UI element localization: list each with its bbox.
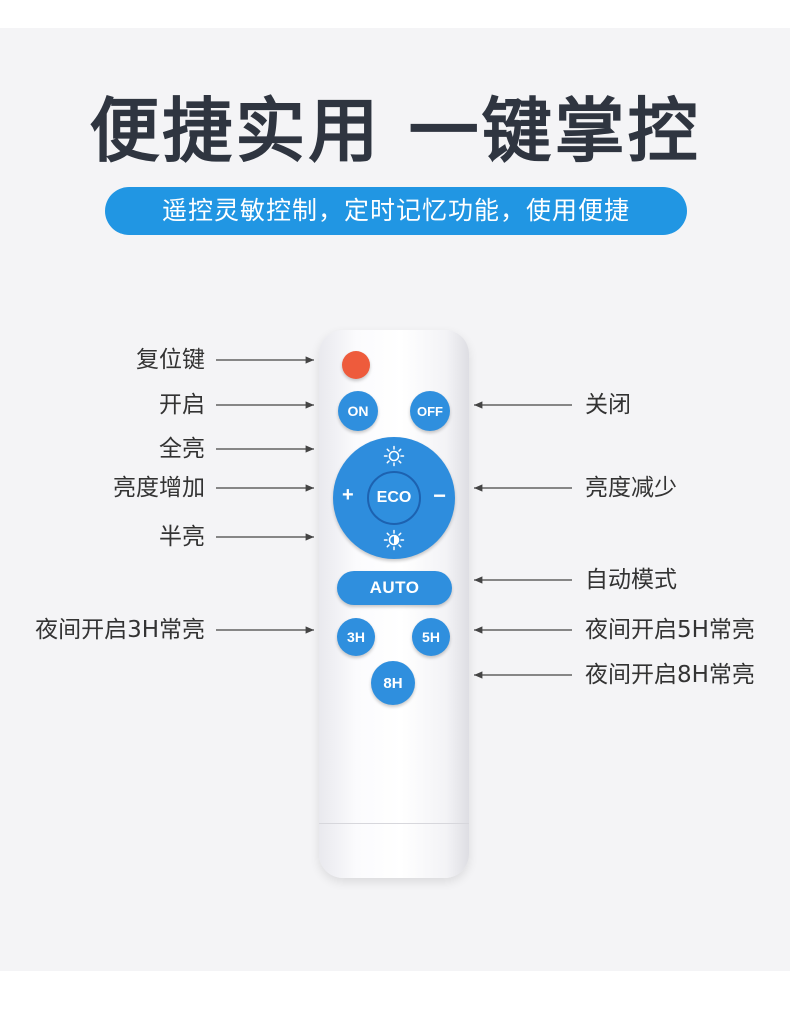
headline: 便捷实用 一键掌控 (89, 90, 701, 172)
reset-button[interactable] (342, 351, 370, 379)
label-night-5h: 夜间开启5H常亮 (585, 617, 755, 643)
label-night-8h: 夜间开启8H常亮 (585, 662, 755, 688)
subtitle-banner: 遥控灵敏控制，定时记忆功能，使用便捷 (105, 187, 687, 235)
timer-3h-button[interactable]: 3H (337, 618, 375, 656)
off-button[interactable]: OFF (410, 391, 450, 431)
sun-full-icon[interactable] (383, 445, 405, 467)
label-full-bright: 全亮 (159, 436, 205, 462)
label-brightness-down: 亮度减少 (585, 475, 677, 501)
eco-button[interactable]: ECO (367, 471, 421, 525)
brightness-down-button[interactable]: − (433, 483, 446, 508)
label-auto-mode: 自动模式 (585, 567, 677, 593)
sun-half-icon[interactable] (383, 529, 405, 551)
on-button[interactable]: ON (338, 391, 378, 431)
brightness-up-button[interactable]: + (342, 484, 354, 506)
label-off: 关闭 (585, 392, 631, 418)
timer-5h-button[interactable]: 5H (412, 618, 450, 656)
timer-8h-button[interactable]: 8H (371, 661, 415, 705)
remote-control: ON OFF + ECO − AUTO 3H 5H 8H (319, 330, 469, 878)
auto-button[interactable]: AUTO (337, 571, 452, 605)
label-reset: 复位键 (136, 347, 205, 373)
label-on: 开启 (159, 392, 205, 418)
battery-cover-seam (319, 823, 469, 824)
brightness-ring[interactable]: + ECO − (333, 437, 455, 559)
label-night-3h: 夜间开启3H常亮 (35, 617, 205, 643)
label-half-bright: 半亮 (159, 524, 205, 550)
label-brightness-up: 亮度增加 (113, 475, 205, 501)
